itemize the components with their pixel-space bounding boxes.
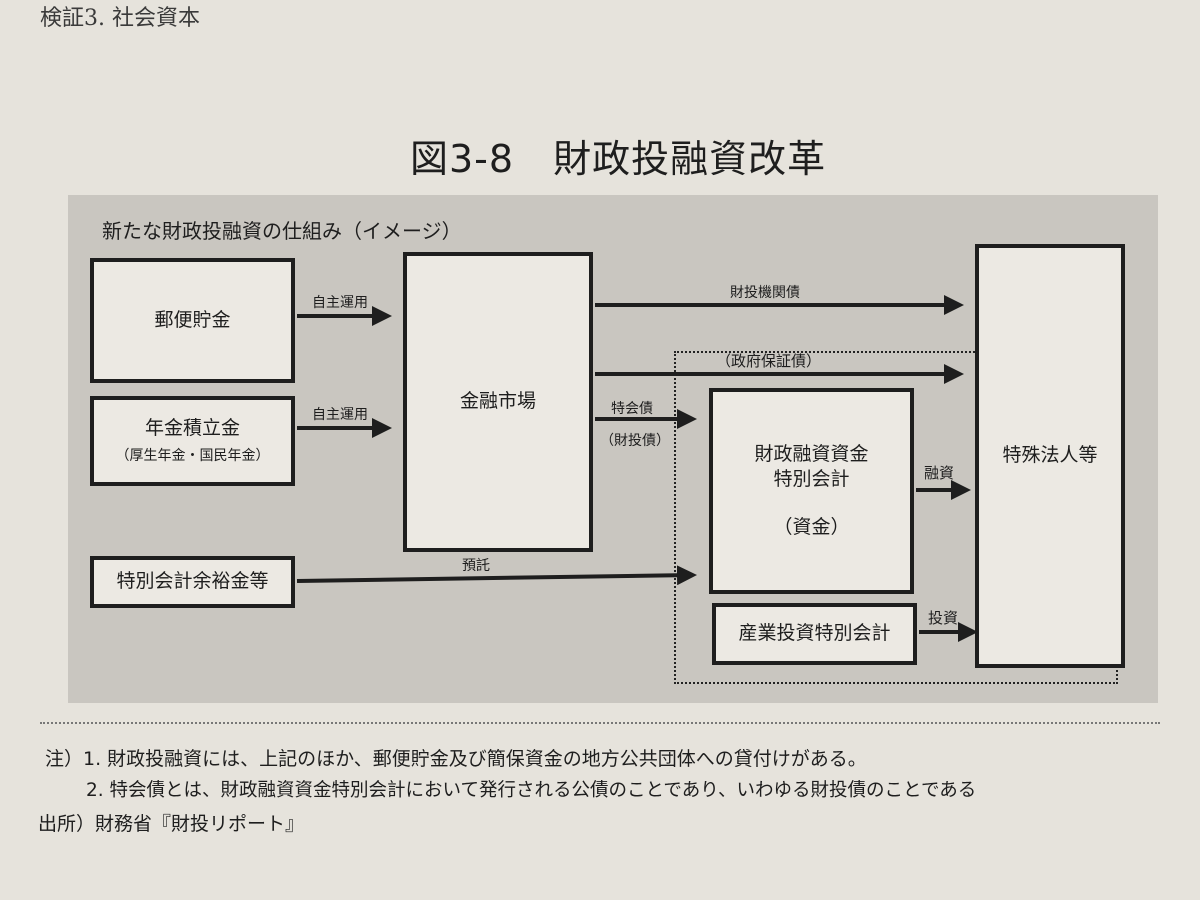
industrial-investment-label: 産業投資特別会計 xyxy=(738,622,891,645)
source-note: 出所）財務省『財投リポート』 xyxy=(38,813,305,835)
arrow-surplus-to-fund xyxy=(296,565,697,586)
note-2: 2. 特会債とは、財政融資資金特別会計において発行される公債のことであり、いわゆ… xyxy=(86,780,977,801)
label-self-managed-1: 自主運用 xyxy=(312,295,368,311)
fiscal-loan-fund-label-2: 特別会計 xyxy=(773,468,850,491)
panel-caption: 新たな財政投融資の仕組み（イメージ） xyxy=(102,219,462,243)
industrial-investment-box: 産業投資特別会計 xyxy=(712,603,917,665)
pension-reserve-label: 年金積立金 xyxy=(144,416,240,439)
running-head: 検証3. 社会資本 xyxy=(40,6,200,31)
pension-reserve-sublabel: （厚生年金・国民年金） xyxy=(115,448,270,465)
special-account-surplus-box: 特別会計余裕金等 xyxy=(90,556,295,608)
label-special-account-bond: 特会債 xyxy=(611,401,653,417)
special-corporations-box: 特殊法人等 xyxy=(975,244,1125,668)
label-investment: 投資 xyxy=(928,609,959,627)
fiscal-loan-fund-label-1: 財政融資資金 xyxy=(754,442,869,465)
label-loan: 融資 xyxy=(924,464,955,482)
special-account-surplus-label: 特別会計余裕金等 xyxy=(116,570,269,593)
postal-savings-label: 郵便貯金 xyxy=(154,308,231,331)
postal-savings-box: 郵便貯金 xyxy=(90,258,295,383)
notes-divider xyxy=(40,722,1160,724)
pension-reserve-box: 年金積立金 （厚生年金・国民年金） xyxy=(90,396,295,486)
label-gov-guaranteed-bond: （政府保証債） xyxy=(716,352,822,370)
label-fiscal-bond: （財投債） xyxy=(600,433,670,449)
label-fiscal-agency-bond: 財投機関債 xyxy=(730,285,800,301)
fiscal-loan-fund-box: 財政融資資金 特別会計 （資金） xyxy=(709,388,914,594)
financial-market-box: 金融市場 xyxy=(403,252,593,552)
fiscal-loan-fund-label-3: （資金） xyxy=(773,515,850,538)
label-deposit: 預託 xyxy=(462,558,490,574)
figure-title: 図3-8 財政投融資改革 xyxy=(410,137,827,181)
financial-market-label: 金融市場 xyxy=(459,390,536,413)
special-corporations-label: 特殊法人等 xyxy=(1002,444,1098,467)
label-self-managed-2: 自主運用 xyxy=(312,407,368,423)
note-1: 注）1. 財政投融資には、上記のほか、郵便貯金及び簡保資金の地方公共団体への貸付… xyxy=(45,748,867,770)
